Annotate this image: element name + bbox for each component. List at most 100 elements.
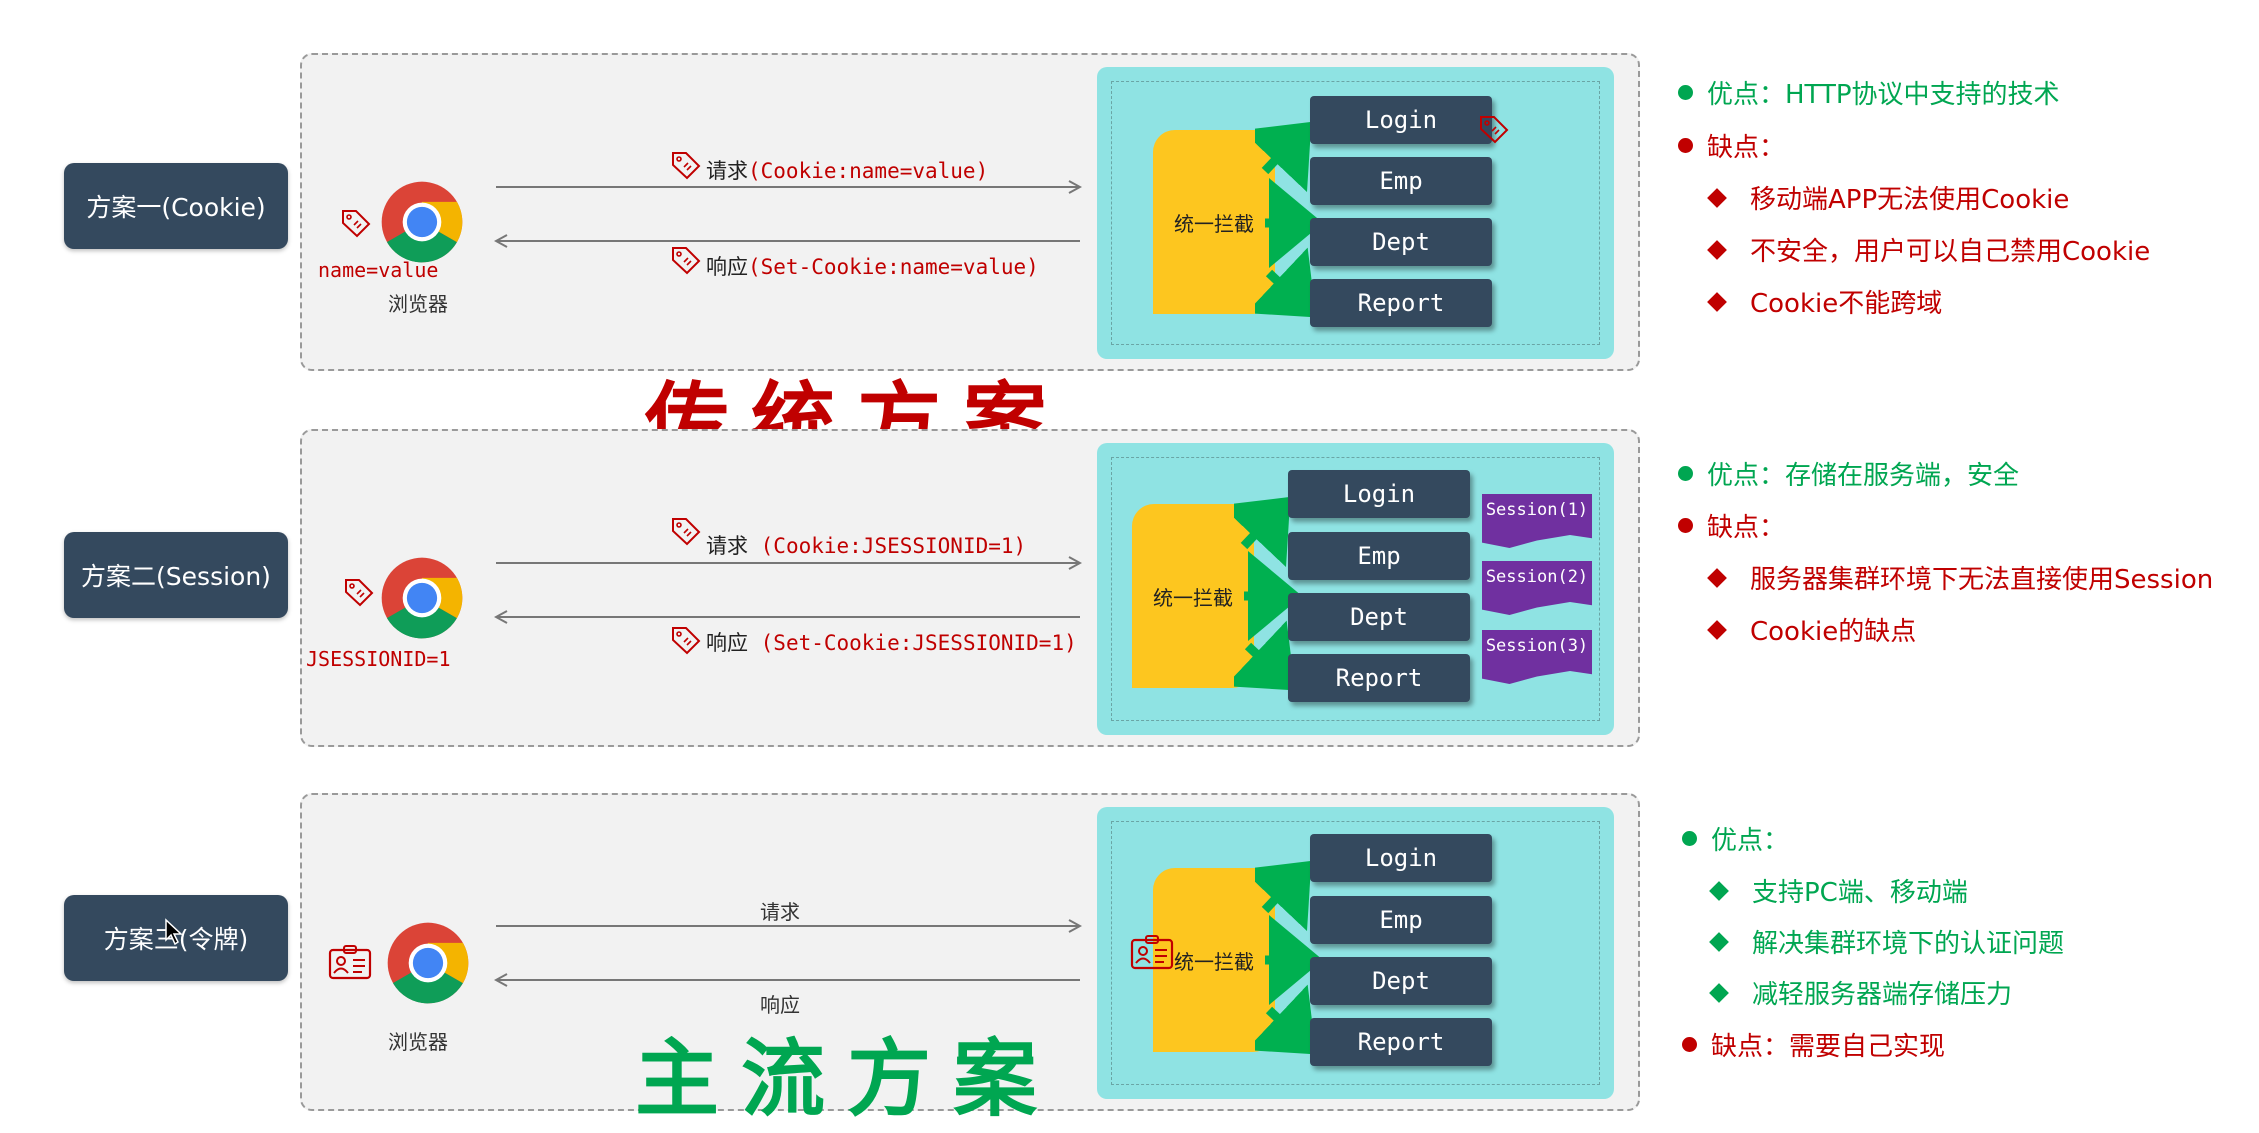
browser-label: 浏览器 — [388, 1030, 448, 1054]
green-dot-icon — [1678, 85, 1693, 100]
response-label: 响应 — [706, 631, 748, 655]
service-dept: Dept — [1310, 218, 1492, 266]
green-dot-icon — [1678, 466, 1693, 481]
response-detail: (Set-Cookie:JSESSIONID=1) — [760, 631, 1077, 655]
note-con: 缺点： — [1678, 507, 1785, 544]
service-label: Report — [1335, 664, 1423, 692]
request-response-arrows — [490, 170, 1090, 260]
note-sub-pro: 解决集群环境下的认证问题 — [1708, 923, 2064, 960]
routing-arrows — [1234, 496, 1302, 691]
request-message: 请求 (Cookie:JSESSIONID=1) — [706, 530, 1026, 560]
service-label: Report — [1357, 289, 1445, 317]
response-detail: (Set-Cookie:name=value) — [748, 255, 1039, 279]
response-tag-icon — [670, 625, 702, 655]
scheme-label-session: 方案二(Session) — [64, 532, 288, 618]
note-con: 缺点：需要自己实现 — [1682, 1026, 1945, 1063]
session-store: Session(2) — [1482, 561, 1592, 615]
mainstream-scheme-stamp: 主流方案 — [635, 1029, 1060, 1128]
note-sub-pro: 支持PC端、移动端 — [1708, 872, 1968, 909]
note-pro: 优点：HTTP协议中支持的技术 — [1678, 74, 2060, 111]
response-label: 响应 — [706, 255, 748, 279]
service-login: Login — [1310, 834, 1492, 882]
note-text: 缺点：需要自己实现 — [1711, 1032, 1946, 1062]
service-label: Login — [1364, 106, 1438, 134]
service-report: Report — [1288, 654, 1470, 702]
browser-cookie-value: name=value — [318, 258, 439, 282]
note-sub-con: 服务器集群环境下无法直接使用Session — [1706, 559, 2213, 596]
service-login: Login — [1310, 96, 1492, 144]
service-label: Login — [1342, 480, 1416, 508]
request-message: 请求(Cookie:name=value) — [706, 155, 988, 185]
note-pro: 优点： — [1682, 820, 1789, 857]
interceptor-label: 统一拦截 — [1153, 585, 1233, 610]
note-text: 优点：存储在服务端，安全 — [1707, 461, 2020, 491]
session-label: Session(2) — [1485, 567, 1589, 587]
red-diamond-icon — [1707, 567, 1727, 588]
request-label: 请求 — [760, 900, 800, 924]
note-sub-con: Cookie不能跨域 — [1706, 283, 1942, 320]
request-tag-icon — [670, 150, 702, 180]
note-text: 支持PC端、移动端 — [1752, 878, 1968, 908]
response-tag-icon — [670, 245, 702, 275]
green-diamond-icon — [1709, 931, 1729, 952]
request-detail: (Cookie:name=value) — [748, 159, 989, 183]
scheme-label-text: 方案一(Cookie) — [86, 193, 266, 222]
response-label: 响应 — [760, 993, 800, 1017]
service-emp: Emp — [1310, 157, 1492, 205]
interceptor-label: 统一拦截 — [1174, 211, 1254, 236]
request-label: 请求 — [706, 159, 748, 183]
service-dept: Dept — [1288, 593, 1470, 641]
mouse-cursor-icon — [165, 918, 183, 946]
note-text: 减轻服务器端存储压力 — [1752, 980, 2013, 1010]
routing-arrows — [1255, 121, 1323, 318]
note-text: 移动端APP无法使用Cookie — [1750, 185, 2070, 215]
routing-arrows — [1255, 860, 1323, 1055]
cookie-tag-icon — [1478, 114, 1510, 144]
green-dot-icon — [1682, 831, 1697, 846]
request-detail: (Cookie:JSESSIONID=1) — [760, 534, 1027, 558]
service-dept: Dept — [1310, 957, 1492, 1005]
note-sub-con: 移动端APP无法使用Cookie — [1706, 179, 2069, 216]
response-message: 响应 (Set-Cookie:JSESSIONID=1) — [706, 627, 1077, 657]
note-text: 解决集群环境下的认证问题 — [1752, 929, 2065, 959]
note-text: 缺点： — [1707, 513, 1786, 543]
request-tag-icon — [670, 516, 702, 546]
chrome-browser-icon — [386, 921, 470, 1005]
id-card-icon — [328, 944, 372, 980]
chrome-browser-icon — [380, 180, 464, 264]
service-label: Dept — [1372, 967, 1430, 995]
browser-label: 浏览器 — [388, 292, 448, 316]
red-diamond-icon — [1707, 291, 1727, 312]
note-text: Cookie不能跨域 — [1750, 289, 1943, 319]
interceptor-block: 统一拦截 — [1132, 504, 1254, 688]
note-sub-con: 不安全，用户可以自己禁用Cookie — [1706, 231, 2150, 268]
note-text: 缺点： — [1707, 133, 1786, 163]
service-label: Dept — [1350, 603, 1408, 631]
green-diamond-icon — [1709, 982, 1729, 1003]
service-report: Report — [1310, 279, 1492, 327]
note-text: 服务器集群环境下无法直接使用Session — [1750, 565, 2214, 595]
request-response-arrows — [490, 546, 1090, 636]
note-con: 缺点： — [1678, 127, 1785, 164]
scheme-label-text: 方案二(Session) — [81, 562, 271, 591]
red-dot-icon — [1678, 138, 1693, 153]
service-report: Report — [1310, 1018, 1492, 1066]
service-emp: Emp — [1288, 532, 1470, 580]
scheme-label-token: 方案三(令牌) — [64, 895, 288, 981]
cookie-tag-icon — [343, 577, 375, 607]
note-sub-con: Cookie的缺点 — [1706, 611, 1916, 648]
note-text: 不安全，用户可以自己禁用Cookie — [1750, 237, 2151, 267]
service-label: Emp — [1379, 167, 1423, 195]
response-message: 响应(Set-Cookie:name=value) — [706, 251, 1039, 281]
note-pro: 优点：存储在服务端，安全 — [1678, 455, 2019, 492]
interceptor-block: 统一拦截 — [1153, 868, 1275, 1052]
service-emp: Emp — [1310, 896, 1492, 944]
red-diamond-icon — [1707, 239, 1727, 260]
id-card-icon — [1130, 934, 1174, 970]
interceptor-label: 统一拦截 — [1174, 949, 1254, 974]
request-label: 请求 — [706, 534, 748, 558]
red-dot-icon — [1682, 1037, 1697, 1052]
chrome-browser-icon — [380, 556, 464, 640]
note-text: Cookie的缺点 — [1750, 617, 1917, 647]
browser-cookie-value: JSESSIONID=1 — [306, 647, 451, 671]
